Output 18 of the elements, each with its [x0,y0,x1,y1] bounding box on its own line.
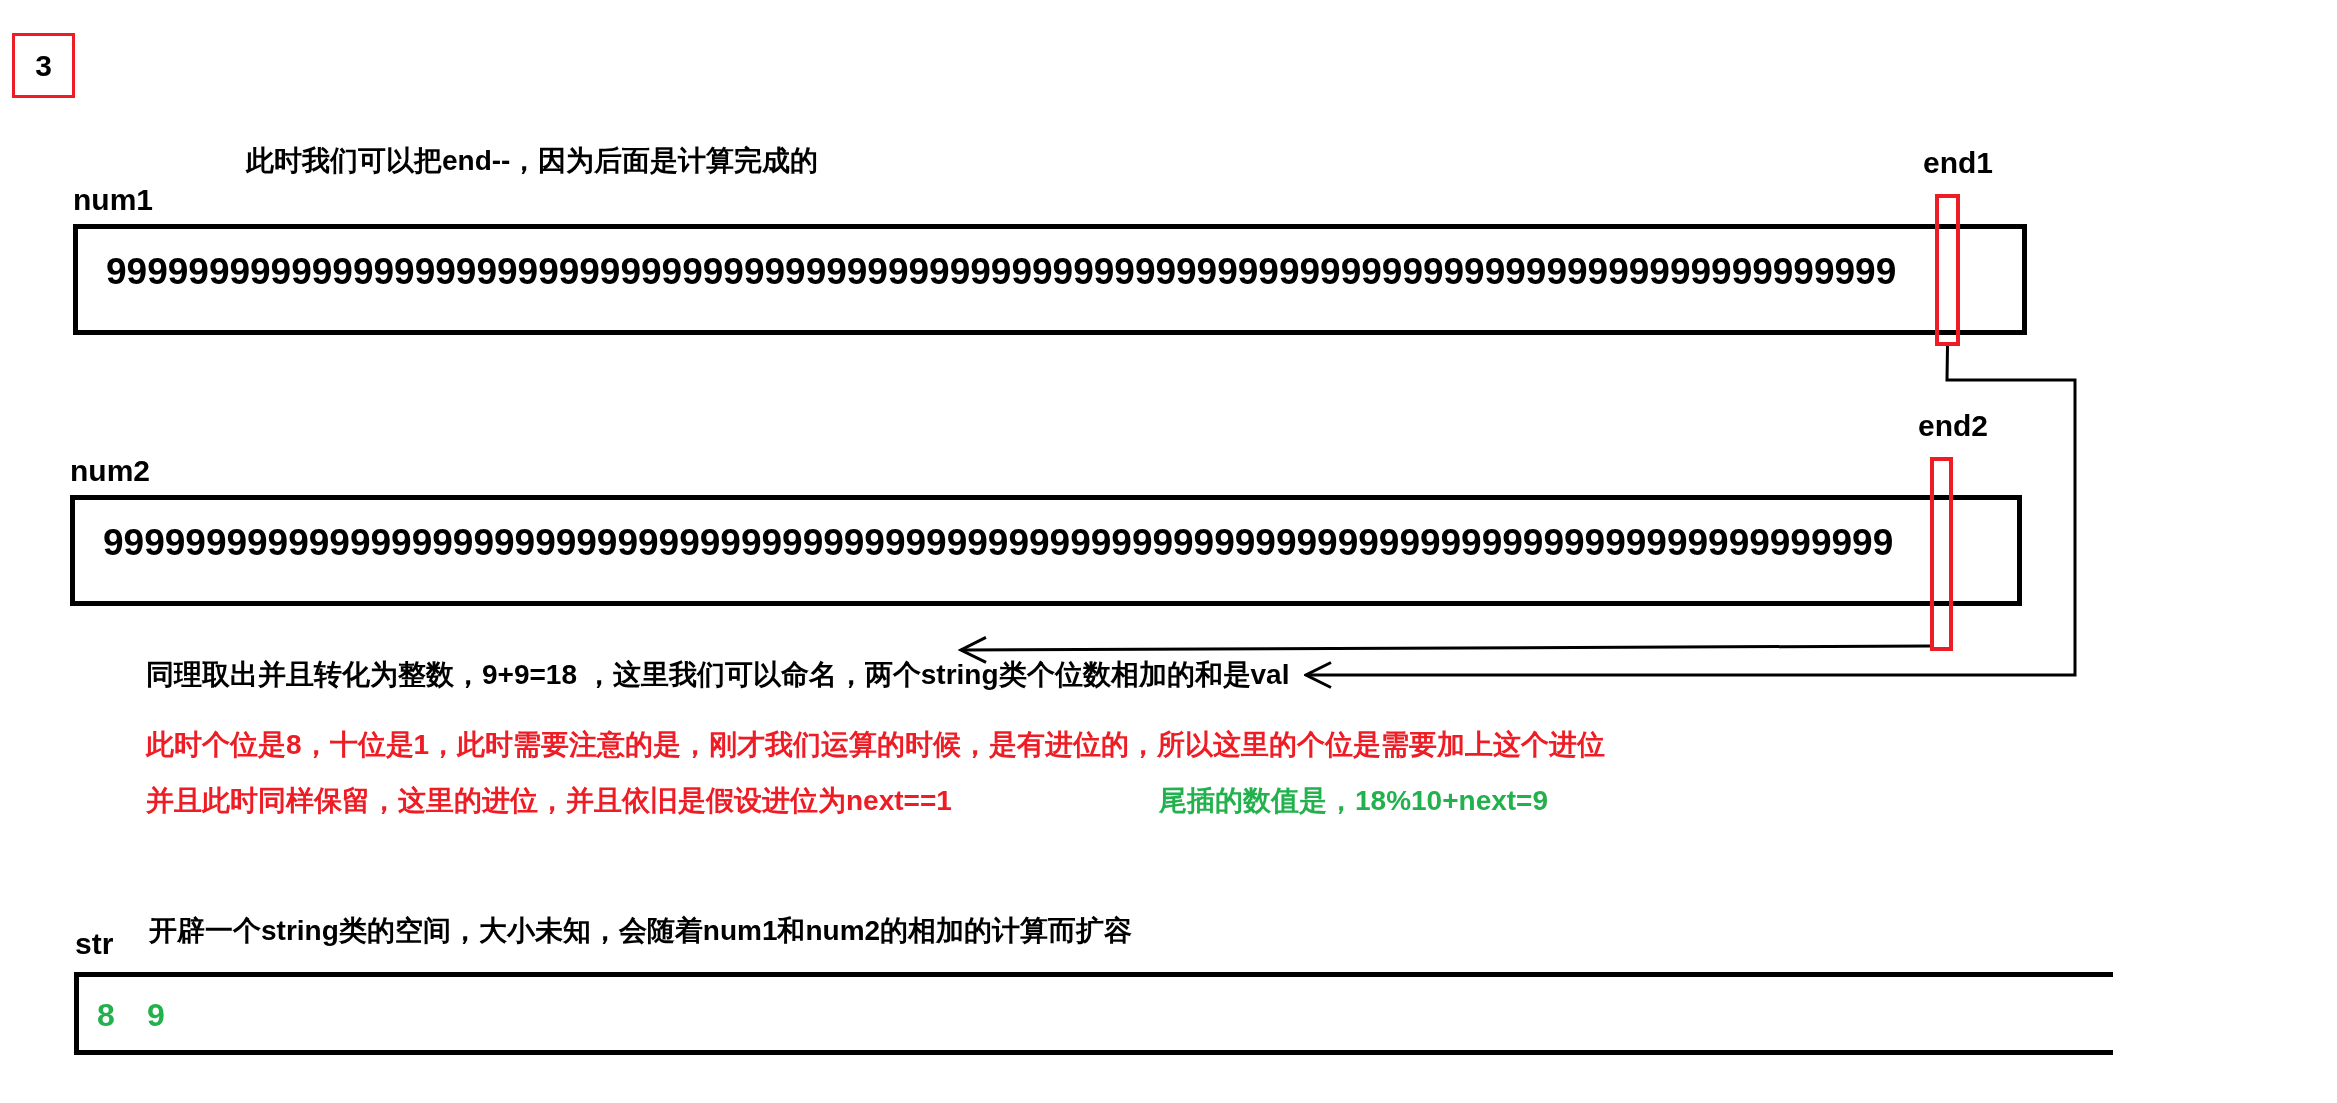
digit-string: 999999999999999999999999999999999999999999999999999999999999999999999999999999999999999 [106,253,1897,290]
note-text: 并且此时同样保留，这里的进位，并且依旧是假设进位为next==1 [146,784,952,818]
arrow [1304,345,2077,689]
arrow [959,635,1930,664]
step-number-box: 3 [12,33,75,98]
pointer-name: end2 [1918,408,1989,444]
string-name: str [75,926,114,962]
pointer-name: end1 [1923,145,1994,181]
note-text: 开辟一个string类的空间，大小未知，会随着num1和num2的相加的计算而扩容 [149,914,1133,948]
digit: 8 [97,996,115,1035]
digit: 9 [147,996,165,1035]
digit-string: 999999999999999999999999999999999999999999999999999999999999999999999999999999999999999 [103,524,1894,561]
array-name: num1 [73,182,153,218]
note-text: 尾插的数值是，18%10+next=9 [1159,784,1549,818]
note-text: 此时个位是8，十位是1，此时需要注意的是，刚才我们运算的时候，是有进位的，所以这里的个位是需要加上这个进位 [146,728,1606,762]
note-text: 此时我们可以把end--，因为后面是计算完成的 [246,144,819,178]
array-name: num2 [70,453,150,489]
note-text: 同理取出并且转化为整数，9+9=18 ，这里我们可以命名，两个string类个位数相加的和是val [146,650,1306,700]
